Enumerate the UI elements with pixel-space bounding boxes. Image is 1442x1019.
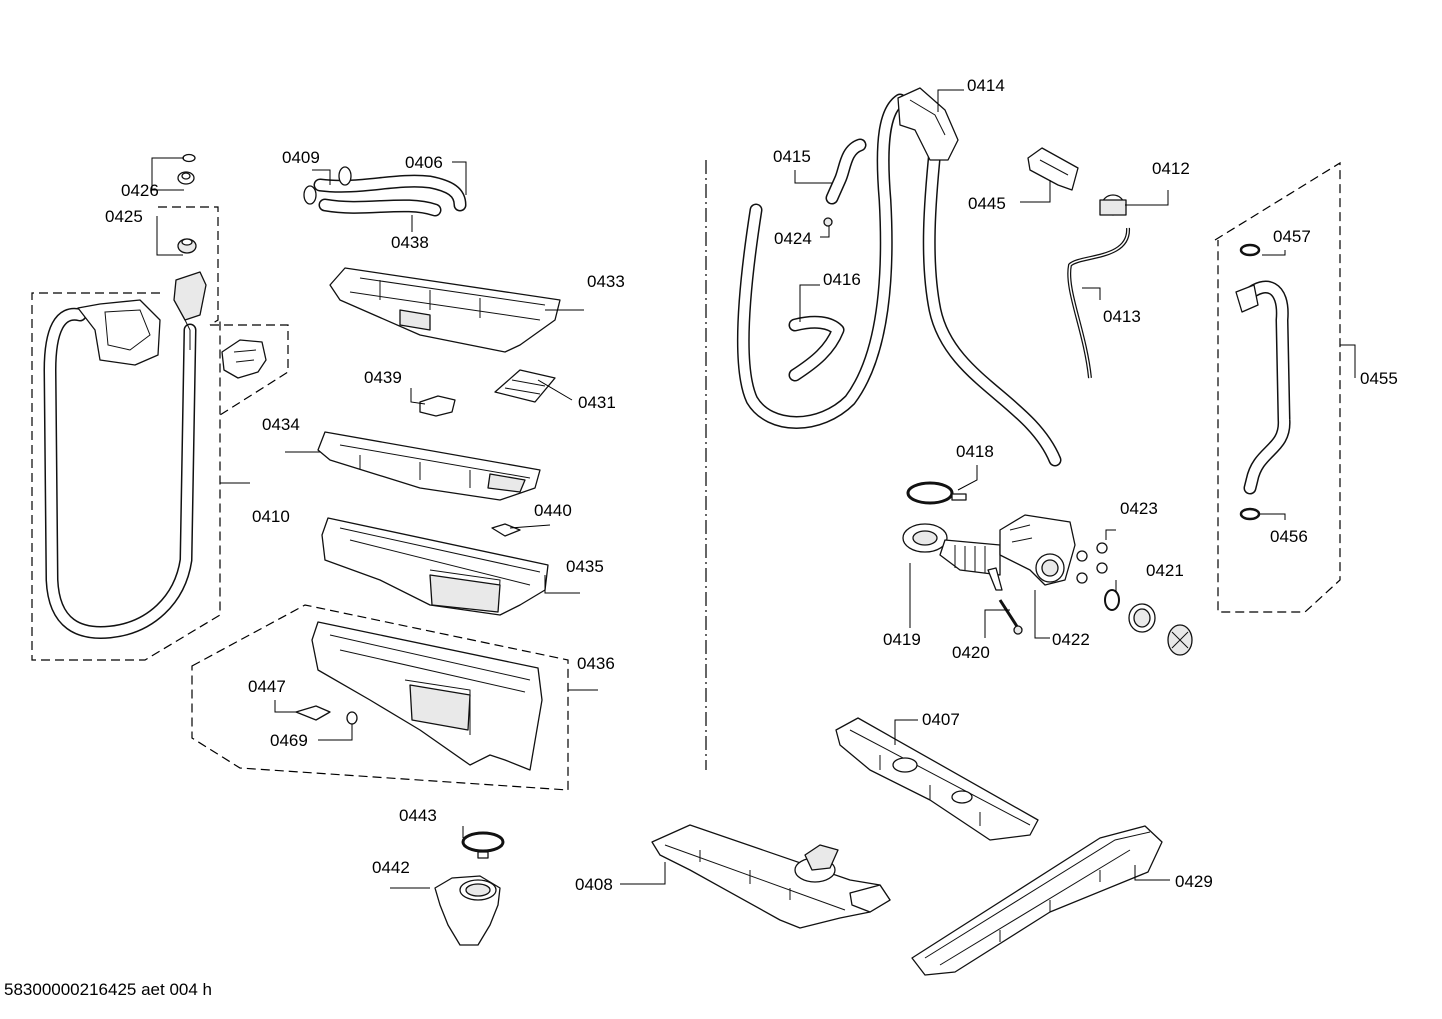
part-0433-drawing: [329, 267, 561, 353]
part-0418-drawing: [906, 481, 967, 505]
label-0447: 0447: [248, 677, 286, 696]
label-0435: 0435: [566, 557, 604, 576]
label-0445: 0445: [968, 194, 1006, 213]
label-0418: 0418: [956, 442, 994, 461]
part-0442-drawing: [434, 875, 501, 946]
label-0426: 0426: [121, 181, 159, 200]
part-0443-drawing: [461, 831, 505, 859]
label-0469: 0469: [270, 731, 308, 750]
drawing-code: 58300000216425 aet 004 h: [4, 980, 212, 999]
part-0456-drawing: [1239, 507, 1261, 521]
part-labels: 0426 0425 0409 0406 0438 0433 0439 0431 …: [105, 76, 1398, 894]
part-0440-drawing: [491, 523, 521, 537]
part-0408-drawing: [651, 824, 891, 929]
part-0421-drawing: [1104, 589, 1156, 633]
part-0406-drawing: [303, 166, 467, 217]
part-0415-drawing: [825, 138, 867, 205]
part-0419-drawing: [902, 523, 1003, 591]
group-boundaries: [31, 160, 1341, 791]
part-0423-drawing: [1076, 542, 1108, 584]
label-0419: 0419: [883, 630, 921, 649]
label-0406: 0406: [405, 153, 443, 172]
label-0416: 0416: [823, 270, 861, 289]
part-0434-drawing: [317, 431, 541, 501]
label-0423: 0423: [1120, 499, 1158, 518]
part-0429-drawing: [911, 825, 1163, 976]
label-0429: 0429: [1175, 872, 1213, 891]
label-0409: 0409: [282, 148, 320, 167]
part-0447-drawing: [295, 705, 331, 721]
label-0408: 0408: [575, 875, 613, 894]
part-0413-drawing: [1067, 227, 1131, 379]
label-0422: 0422: [1052, 630, 1090, 649]
part-0410-drawing: [43, 271, 207, 639]
label-0455: 0455: [1360, 369, 1398, 388]
part-0422-drawing: [999, 514, 1076, 586]
part-0410-valve-drawing: [221, 339, 267, 379]
part-0414-drawing: [736, 87, 1062, 467]
label-0438: 0438: [391, 233, 429, 252]
label-0440: 0440: [534, 501, 572, 520]
part-0431-drawing: [494, 369, 556, 403]
label-0457: 0457: [1273, 227, 1311, 246]
part-0420-drawing: [998, 599, 1023, 635]
part-0445-drawing: [1027, 147, 1079, 191]
label-0413: 0413: [1103, 307, 1141, 326]
label-0431: 0431: [578, 393, 616, 412]
part-0426-drawing: [177, 153, 196, 185]
part-0424-drawing: [823, 217, 833, 227]
label-0415: 0415: [773, 147, 811, 166]
part-0439-drawing: [419, 395, 456, 417]
label-0425: 0425: [105, 207, 143, 226]
part-0416-drawing: [788, 315, 845, 382]
part-0457-drawing: [1239, 243, 1261, 257]
part-0469-drawing: [346, 711, 358, 725]
label-0420: 0420: [952, 643, 990, 662]
label-0436: 0436: [577, 654, 615, 673]
part-0435-drawing: [321, 517, 549, 616]
label-0412: 0412: [1152, 159, 1190, 178]
part-0407-drawing: [835, 717, 1039, 841]
part-0455-drawing: [1235, 280, 1291, 495]
label-0424: 0424: [774, 229, 812, 248]
label-0421: 0421: [1146, 561, 1184, 580]
label-0439: 0439: [364, 368, 402, 387]
label-0443: 0443: [399, 806, 437, 825]
label-0414: 0414: [967, 76, 1005, 95]
label-0442: 0442: [372, 858, 410, 877]
part-0412-drawing: [1099, 194, 1127, 216]
part-0436-drawing: [311, 621, 543, 771]
leader-lines: [151, 89, 1356, 889]
part-0421-cap-drawing: [1167, 624, 1193, 656]
label-0434: 0434: [262, 415, 300, 434]
label-0456: 0456: [1270, 527, 1308, 546]
label-0433: 0433: [587, 272, 625, 291]
part-0425-drawing: [177, 238, 197, 254]
label-0407: 0407: [922, 710, 960, 729]
label-0410: 0410: [252, 507, 290, 526]
